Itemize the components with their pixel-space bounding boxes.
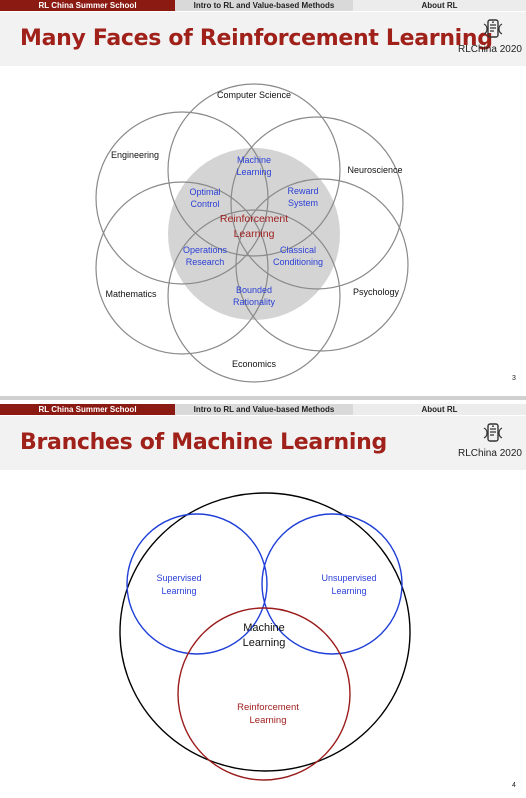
label-reinforcement-learning-2: Learning — [234, 228, 275, 240]
label-optimal-control-2: Control — [190, 199, 219, 209]
label-reinforcement-2: Learning — [250, 715, 287, 726]
logo-text: RLChina 2020 — [458, 44, 522, 55]
label-psychology: Psychology — [353, 287, 400, 297]
title-band: Branches of Machine Learning RLChina 202… — [0, 416, 526, 470]
label-machine-learning: Machine — [243, 622, 285, 634]
label-reward-system: Reward — [287, 186, 318, 196]
slide-navbar: RL China Summer School Intro to RL and V… — [0, 404, 526, 415]
label-operations-research: Operations — [183, 245, 228, 255]
circle-computer-science — [167, 83, 341, 257]
label-economics: Economics — [232, 359, 277, 369]
nav-school[interactable]: RL China Summer School — [0, 0, 175, 11]
slide-title: Many Faces of Reinforcement Learning — [20, 26, 493, 51]
circle-supervised — [126, 513, 268, 655]
faces-venn-diagram: Computer Science Engineering Neuroscienc… — [95, 83, 409, 383]
circle-machine-learning-outer — [119, 492, 411, 772]
label-reinforcement: Reinforcement — [237, 702, 299, 713]
circle-neuroscience — [230, 116, 404, 290]
page-number: 3 — [512, 375, 516, 382]
rlchina-logo-icon — [483, 19, 503, 38]
label-bounded-rationality-2: Rationality — [233, 297, 276, 307]
label-machine-learning-2: Learning — [236, 167, 271, 177]
label-operations-research-2: Research — [186, 257, 225, 267]
label-classical-conditioning: Classical — [280, 245, 316, 255]
circle-mathematics — [95, 181, 269, 355]
label-supervised: Supervised — [156, 573, 201, 583]
nav-section[interactable]: About RL — [353, 0, 526, 11]
center-circle-fill — [168, 148, 340, 320]
label-optimal-control: Optimal — [189, 187, 220, 197]
circle-reinforcement — [177, 607, 351, 781]
label-machine-learning: Machine — [237, 155, 271, 165]
label-mathematics: Mathematics — [105, 289, 157, 299]
slide-3: RL China Summer School Intro to RL and V… — [0, 0, 526, 396]
ml-branches-venn-diagram: Supervised Learning Unsupervised Learnin… — [119, 492, 411, 781]
nav-section[interactable]: About RL — [353, 404, 526, 415]
nav-course[interactable]: Intro to RL and Value-based Methods — [175, 0, 353, 11]
label-unsupervised-2: Learning — [331, 586, 366, 596]
label-supervised-2: Learning — [161, 586, 196, 596]
slide-separator — [0, 396, 526, 400]
title-band: Many Faces of Reinforcement Learning RLC… — [0, 12, 526, 66]
label-engineering: Engineering — [111, 150, 159, 160]
label-classical-conditioning-2: Conditioning — [273, 257, 323, 267]
slide-4: RL China Summer School Intro to RL and V… — [0, 400, 526, 798]
label-machine-learning-2: Learning — [243, 637, 286, 649]
circle-engineering — [95, 111, 269, 285]
label-reinforcement-learning: Reinforcement — [220, 213, 288, 225]
label-unsupervised: Unsupervised — [321, 573, 376, 583]
label-neuroscience: Neuroscience — [347, 165, 402, 175]
rlchina-logo-icon — [483, 423, 503, 442]
logo-text: RLChina 2020 — [458, 448, 522, 459]
nav-school[interactable]: RL China Summer School — [0, 404, 175, 415]
nav-course[interactable]: Intro to RL and Value-based Methods — [175, 404, 353, 415]
circle-unsupervised — [261, 513, 403, 655]
label-computer-science: Computer Science — [217, 90, 291, 100]
slide-title: Branches of Machine Learning — [20, 430, 387, 455]
label-reward-system-2: System — [288, 198, 318, 208]
page-number: 4 — [512, 782, 516, 789]
slide-navbar: RL China Summer School Intro to RL and V… — [0, 0, 526, 11]
label-bounded-rationality: Bounded — [236, 285, 272, 295]
circle-economics — [167, 209, 341, 383]
